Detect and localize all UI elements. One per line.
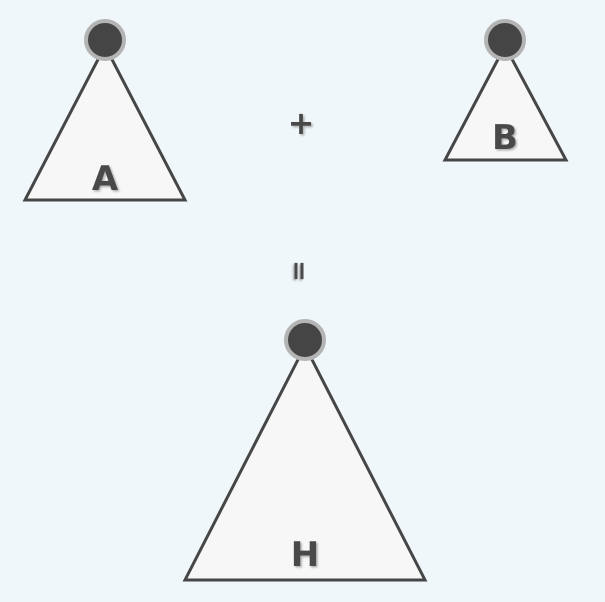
tree-a-label: A <box>92 159 119 199</box>
tree-h: H <box>182 319 428 582</box>
tree-b-label: B <box>492 118 518 158</box>
equals-operator-wrap: = <box>284 260 314 282</box>
tree-a-root-node <box>84 19 126 61</box>
tree-b-triangle <box>442 42 569 162</box>
tree-a-triangle <box>22 42 188 202</box>
tree-h-label: H <box>291 535 319 575</box>
tree-h-triangle <box>182 342 428 582</box>
tree-h-root-node <box>284 319 326 361</box>
tree-b-root-node <box>484 19 526 61</box>
tree-b: B <box>442 19 569 162</box>
equals-operator: = <box>284 260 314 282</box>
tree-a: A <box>22 19 188 202</box>
plus-operator: + <box>288 104 315 142</box>
